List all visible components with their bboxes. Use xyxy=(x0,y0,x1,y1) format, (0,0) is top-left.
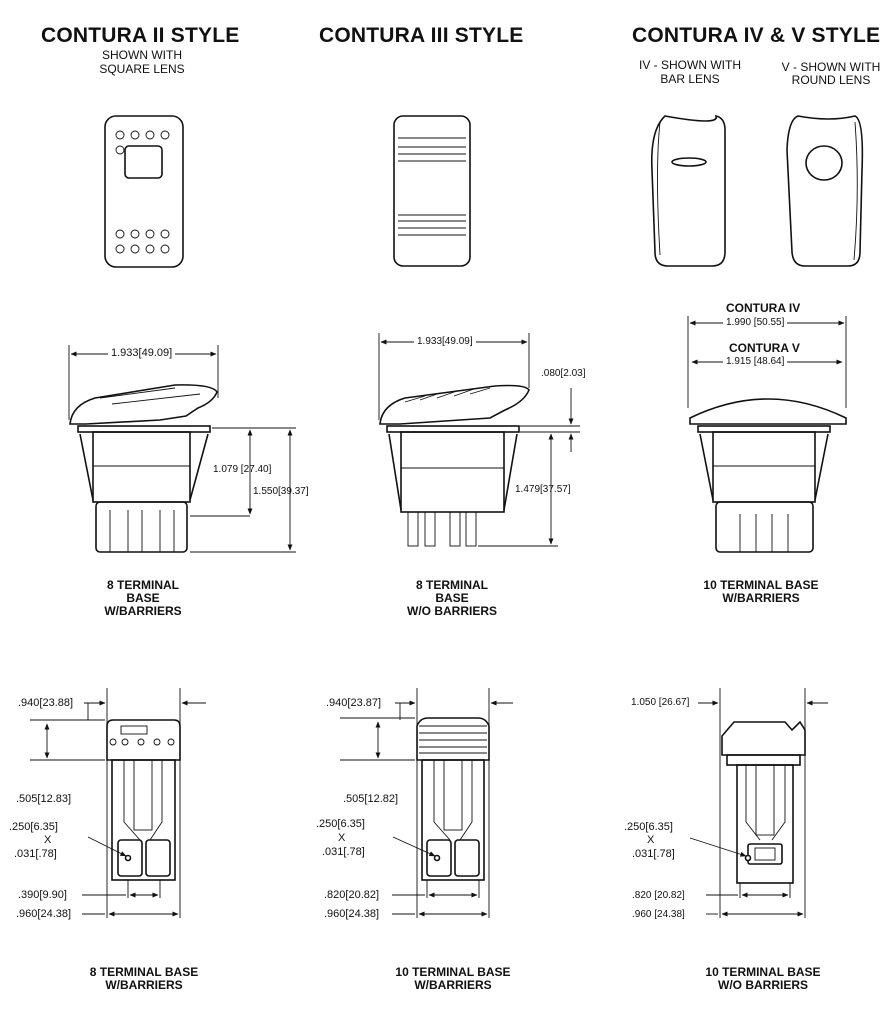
c3-top-dim: .080[2.03] xyxy=(541,368,586,379)
contura5-label: CONTURA V xyxy=(729,341,800,355)
contura2-side-view xyxy=(68,345,296,553)
c2-side-caption-3: W/BARRIERS xyxy=(104,604,182,618)
c2-hole-dim-2: .031[.78] xyxy=(14,848,57,860)
c3-side-caption-3: W/O BARRIERS xyxy=(407,604,497,618)
c2-width-dim: 1.933[49.09] xyxy=(108,347,176,359)
contura2-subtitle-2: SQUARE LENS xyxy=(99,62,185,76)
c3-width-dim: 1.933[49.09] xyxy=(414,336,476,347)
square-lens xyxy=(124,145,163,179)
contura4-label: CONTURA IV xyxy=(726,301,801,315)
c3-end-width-dim: .940[23.87] xyxy=(326,697,382,709)
c2-side-caption-1: 8 TERMINAL xyxy=(107,578,179,592)
c2-base-dim: .960[24.38] xyxy=(16,908,72,920)
contura3-side-view xyxy=(378,333,580,547)
contura2-subtitle-1: SHOWN WITH xyxy=(102,48,182,62)
c3-side-caption-1: 8 TERMINAL xyxy=(416,578,488,592)
c45-spacing-dim: .820 [20.82] xyxy=(632,890,685,901)
c3-hole-dim-2: .031[.78] xyxy=(322,846,365,858)
c45-side-caption-2: W/BARRIERS xyxy=(722,591,800,605)
contura45-side-view xyxy=(687,316,847,553)
c2-hole-dim-1: .250[6.35] xyxy=(9,821,58,833)
contura4-width-dim: 1.990 [50.55] xyxy=(723,317,788,328)
contura45-title: CONTURA IV & V STYLE xyxy=(632,24,881,47)
contura4-front-view xyxy=(650,114,726,267)
c3-end-caption-2: W/BARRIERS xyxy=(414,978,492,992)
contura5-subtitle-1: V - SHOWN WITH xyxy=(781,60,881,74)
c45-base-dim: .960 [24.38] xyxy=(632,909,685,920)
contura3-front-view xyxy=(393,115,471,267)
contura2-title: CONTURA II STYLE xyxy=(41,24,240,47)
c2-end-width-dim: .940[23.88] xyxy=(18,697,74,709)
c3-spacing-dim: .820[20.82] xyxy=(324,889,380,901)
c45-side-caption-1: 10 TERMINAL BASE xyxy=(703,578,819,592)
c45-hole-dim-2: .031[.78] xyxy=(632,848,675,860)
contura5-subtitle-2: ROUND LENS xyxy=(791,73,871,87)
c3-hole-dim-1: .250[6.35] xyxy=(316,818,365,830)
c45-end-caption-1: 10 TERMINAL BASE xyxy=(705,965,821,979)
c3-end-caption-1: 10 TERMINAL BASE xyxy=(395,965,511,979)
contura3-title: CONTURA III STYLE xyxy=(319,24,524,47)
c2-height-dim-a: 1.079 [27.40] xyxy=(213,464,272,475)
contura2-end-view xyxy=(30,688,206,918)
c45-end-caption-2: W/O BARRIERS xyxy=(718,978,808,992)
c3-end-height-dim: .505[12.82] xyxy=(343,793,399,805)
c45-end-width-dim: 1.050 [26.67] xyxy=(631,697,690,708)
c2-height-dim-b: 1.550[39.37] xyxy=(253,486,309,497)
c2-end-caption-2: W/BARRIERS xyxy=(105,978,183,992)
c3-side-caption-2: BASE xyxy=(435,591,469,605)
c2-side-caption-2: BASE xyxy=(126,591,160,605)
c3-base-dim: .960[24.38] xyxy=(324,908,380,920)
contura4-subtitle-1: IV - SHOWN WITH xyxy=(639,58,741,72)
contura45-end-view xyxy=(689,688,828,918)
c3-height-dim: 1.479[37.57] xyxy=(515,484,571,495)
c45-hole-x: X xyxy=(647,834,655,846)
c45-hole-dim-1: .250[6.35] xyxy=(624,821,673,833)
contura3-end-view xyxy=(340,688,513,918)
c3-hole-x: X xyxy=(338,832,346,844)
contura5-width-dim: 1.915 [48.64] xyxy=(723,356,788,367)
contura2-front-view xyxy=(104,115,184,268)
c2-spacing-dim: .390[9.90] xyxy=(18,889,67,901)
contura5-front-view xyxy=(786,115,864,267)
c2-end-height-dim: .505[12.83] xyxy=(16,793,72,805)
contura4-subtitle-2: BAR LENS xyxy=(660,72,720,86)
bar-lens xyxy=(671,157,707,167)
round-lens xyxy=(805,145,843,181)
c2-end-caption-1: 8 TERMINAL BASE xyxy=(89,965,199,979)
c2-hole-x: X xyxy=(44,834,52,846)
